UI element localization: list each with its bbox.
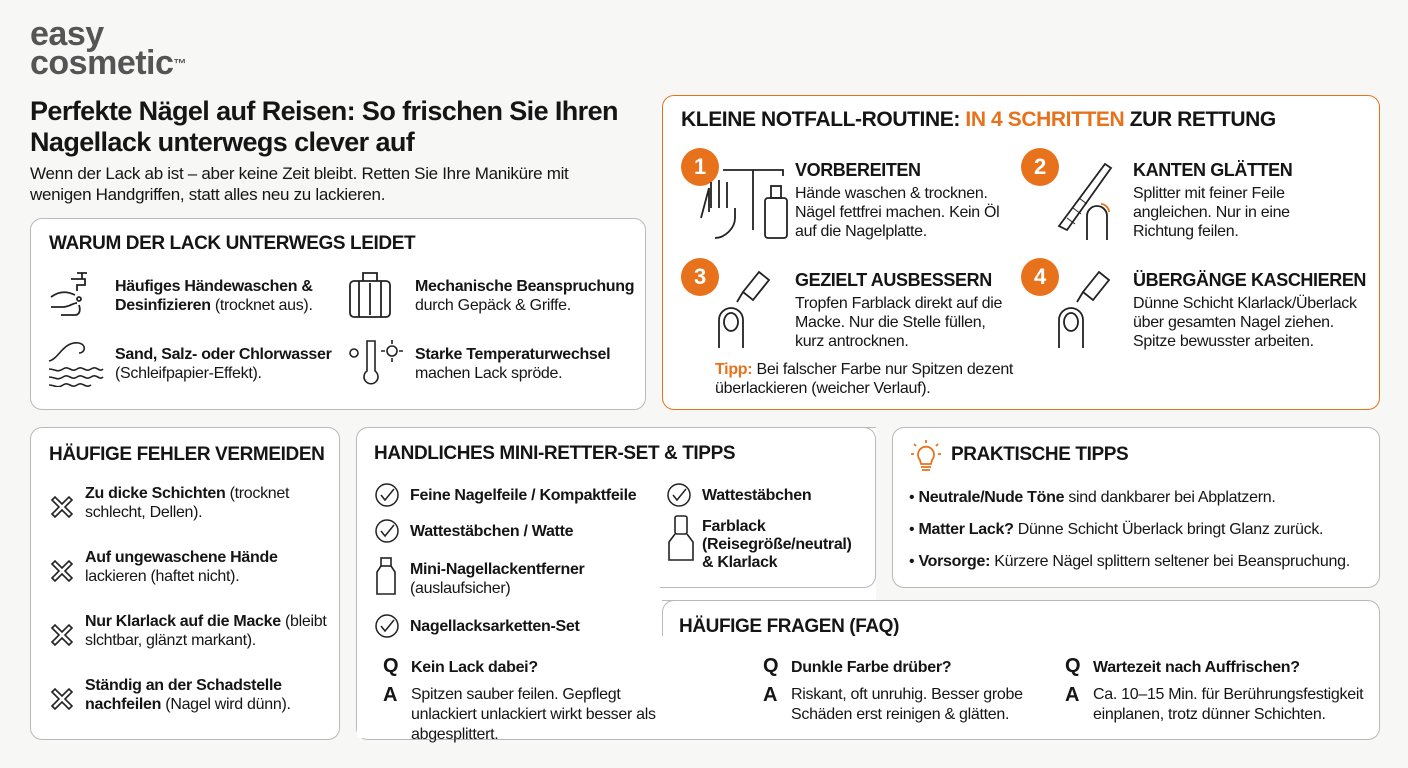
logo-line1: easy [30, 15, 104, 53]
x-icon [49, 686, 75, 712]
step-title: VORBEREITEN [795, 160, 921, 180]
x-icon [49, 622, 75, 648]
step-text: Dünne Schicht Klarlack/Überlack über ges… [1133, 295, 1357, 350]
mistake-item: Zu dicke Schichten (trocknet schlecht, D… [85, 485, 290, 521]
thermometer-icon [347, 337, 403, 391]
handwash-icon [47, 269, 93, 319]
bottle-icon [374, 556, 398, 596]
nail-brush-icon [1055, 268, 1125, 350]
faq-answer: Ca. 10–15 Min. für Berührungsfestigkeit … [1093, 686, 1364, 723]
page-title: Perfekte Nägel auf Reisen: So frischen S… [30, 96, 619, 157]
step-number: 4 [1021, 258, 1059, 296]
faq-title: HÄUFIGE FRAGEN (FAQ) [679, 616, 899, 637]
x-icon [49, 494, 75, 520]
faq-a-label: A [1065, 684, 1080, 706]
faq-bottom-cover [357, 648, 877, 738]
step-title: ÜBERGÄNGE KASCHIEREN [1133, 270, 1367, 290]
mistake-item: Ständig an der Schadstelle nachfeilen (N… [85, 677, 291, 713]
why-item: Häufiges Händewaschen & Desinfizieren (t… [115, 278, 313, 314]
step-title: GEZIELT AUSBESSERN [795, 270, 992, 290]
routine-tip: Tipp: Bei falscher Farbe nur Spitzen dez… [715, 361, 1014, 397]
faq-answer: Riskant, oft unruhig. Besser grobe Schäd… [791, 686, 1023, 723]
kit-item: Mini-Nagellackentferner(auslaufsicher) [410, 561, 585, 597]
logo-tm: ™ [173, 56, 186, 71]
mistake-item: Auf ungewaschene Hände lackieren (haftet… [85, 549, 278, 585]
step-number: 2 [1021, 148, 1059, 186]
faq-answer: Spitzen sauber feilen. Gepflegt unlackie… [411, 686, 656, 743]
step-number: 3 [681, 258, 719, 296]
why-section: WARUM DER LACK UNTERWEGS LEIDET Häufiges… [30, 218, 646, 410]
faq-question: Kein Lack dabei? [411, 659, 538, 676]
faq-q-label: Q [1065, 655, 1081, 677]
faq-question: Wartezeit nach Auffrischen? [1093, 659, 1300, 676]
nail-file-icon [1053, 160, 1123, 242]
step-text: Splitter mit feiner Feile angleichen. Nu… [1133, 185, 1290, 240]
kit-item: Wattestäbchen / Watte [410, 523, 574, 540]
faq-border-left [662, 600, 676, 636]
x-icon [49, 558, 75, 584]
suitcase-icon [347, 269, 393, 321]
kit-title: HANDLICHES MINI-RETTER-SET & TIPPS [374, 443, 736, 464]
routine-title: KLEINE NOTFALL-ROUTINE: IN 4 SCHRITTEN Z… [681, 108, 1276, 131]
mistakes-title: HÄUFIGE FEHLER VERMEIDEN [49, 444, 325, 465]
why-title: WARUM DER LACK UNTERWEGS LEIDET [49, 233, 416, 254]
check-circle-icon [374, 613, 400, 639]
kit-item: Wattestäbchen [702, 487, 812, 504]
lightbulb-icon [909, 438, 943, 472]
kit-item: Nagellacksarketten-Set [410, 618, 580, 635]
routine-section: KLEINE NOTFALL-ROUTINE: IN 4 SCHRITTEN Z… [662, 95, 1380, 410]
faq-a-label: A [763, 684, 778, 706]
hand-bottle-icon [693, 158, 789, 240]
check-circle-icon [374, 482, 400, 508]
why-item: Starke Temperaturwechsel machen Lack spr… [415, 346, 611, 382]
check-circle-icon [666, 482, 692, 508]
kit-item: Farblack (Reisegröße/neutral) & Klarlack [702, 518, 852, 571]
logo-line2: cosmetic [30, 44, 174, 82]
tip-item: • Matter Lack? Dünne Schicht Überlack br… [909, 521, 1324, 538]
mistake-item: Nur Klarlack auf die Macke (bleibt slcht… [85, 613, 327, 649]
faq-question: Dunkle Farbe drüber? [791, 659, 952, 676]
wave-icon [47, 339, 105, 387]
faq-q-label: Q [383, 655, 399, 677]
tip-item: • Vorsorge: Kürzere Nägel splittern selt… [909, 553, 1350, 570]
step-text: Hände waschen & trocknen. Nägel fettfrei… [795, 185, 1000, 240]
faq-a-label: A [383, 684, 398, 706]
logo: easy cosmetic™ [30, 15, 186, 80]
kit-border-right [660, 427, 876, 588]
why-item: Sand, Salz- oder Chlorwasser (Schleifpap… [115, 346, 332, 382]
why-item: Mechanische Beanspruchung durch Gepäck &… [415, 278, 635, 314]
faq-q-label: Q [763, 655, 779, 677]
step-number: 1 [681, 148, 719, 186]
tip-item: • Neutrale/Nude Töne sind dankbarer bei … [909, 489, 1276, 506]
nail-polish-icon [666, 514, 696, 562]
kit-item: Feine Nagelfeile / Kompaktfeile [410, 487, 637, 504]
mistakes-section: HÄUFIGE FEHLER VERMEIDEN Zu dicke Schich… [30, 427, 340, 740]
check-circle-icon [374, 518, 400, 544]
page-subtitle: Wenn der Lack ab ist – aber keine Zeit b… [30, 164, 569, 204]
tips-title: PRAKTISCHE TIPPS [951, 444, 1129, 465]
step-title: KANTEN GLÄTTEN [1133, 160, 1293, 180]
nail-brush-icon [715, 268, 785, 350]
tips-section: PRAKTISCHE TIPPS • Neutrale/Nude Töne si… [892, 427, 1380, 588]
step-text: Tropfen Farblack direkt auf die Macke. N… [795, 295, 1003, 350]
